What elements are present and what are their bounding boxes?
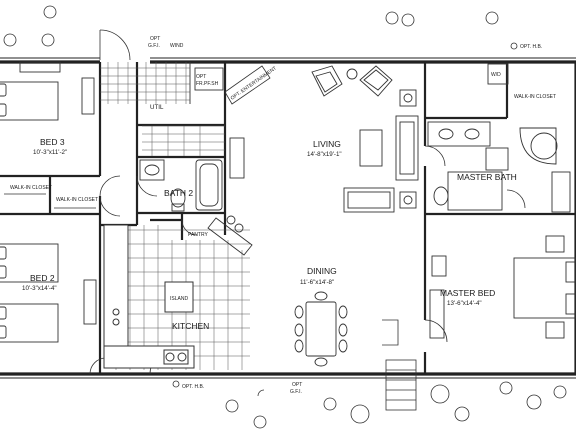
bed3-label: BED 3 — [40, 137, 65, 147]
living-furniture — [229, 65, 419, 213]
opt-hb-top-label: OPT. H.B. — [520, 44, 542, 50]
walkin-closet-a-label: WALK-IN CLOSET — [10, 185, 52, 191]
wind-label-top: WIND — [170, 43, 184, 49]
master-bed-size: 13'-6"x14'-4" — [447, 300, 482, 307]
fr-pf-label: FR.PF.SH — [196, 81, 219, 87]
living-label: LIVING — [313, 139, 341, 149]
bed2-size: 10'-3"x14'-4" — [22, 285, 57, 292]
master-bath-label: MASTER BATH — [457, 172, 517, 182]
walkin-closet-b-label: WALK-IN CLOSET — [56, 197, 98, 203]
dining-label: DINING — [307, 266, 337, 276]
pantry-label: PANTRY — [188, 232, 208, 238]
landscape-shrubs — [3, 5, 567, 429]
master-bath-fixtures — [427, 63, 571, 213]
bath2-label: BATH 2 — [164, 188, 193, 198]
kitchen-label: KITCHEN — [172, 321, 209, 331]
exterior-walls — [0, 60, 576, 376]
gfi-label-bottom: G.F.I. — [290, 389, 302, 395]
dining-size: 11'-6"x14'-8" — [300, 279, 334, 286]
bed3-size: 10'-3"x11'-2" — [33, 149, 67, 156]
util-label: UTIL — [150, 104, 164, 111]
bath2-fixtures — [139, 159, 223, 212]
opt-hb-bottom-label: OPT. H.B. — [182, 384, 204, 390]
dining-furniture — [294, 291, 348, 367]
opt-label-top: OPT — [150, 36, 160, 42]
gfi-label-top: G.F.I. — [148, 43, 160, 49]
kitchen-counters — [103, 224, 195, 369]
opt-fr-label: OPT — [196, 74, 206, 80]
door-swings — [89, 29, 526, 375]
util-cabinets — [142, 125, 225, 156]
opt-gfi-bottom-label: OPT — [292, 382, 302, 388]
living-size: 14'-8"x19'-1" — [307, 151, 342, 158]
util-tile-grid — [100, 62, 190, 104]
washer-dryer-label: W/D — [491, 72, 501, 78]
bed2-furniture — [0, 243, 97, 343]
interior-walls — [0, 62, 576, 374]
island-label: ISLAND — [170, 296, 188, 302]
master-bed-label: MASTER BED — [440, 288, 495, 298]
walkin-closet-master-label: WALK-IN CLOSET — [514, 94, 556, 100]
bed3-furniture — [0, 61, 95, 121]
bed2-label: BED 2 — [30, 273, 55, 283]
master-bed-furniture — [429, 235, 576, 339]
